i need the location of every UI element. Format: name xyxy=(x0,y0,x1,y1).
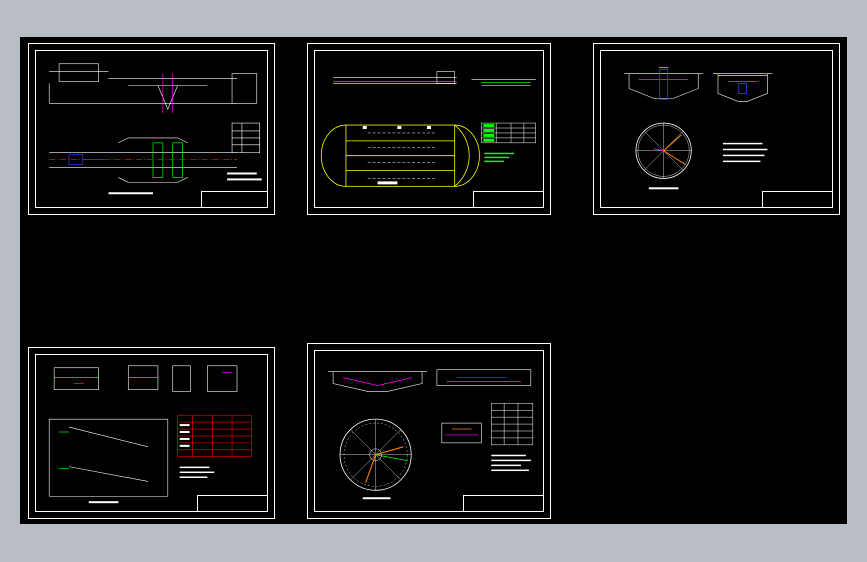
cad-model-space[interactable] xyxy=(20,37,847,524)
sheet-4-drawing xyxy=(48,365,253,504)
sheet-1-drawing xyxy=(48,63,262,195)
title-block xyxy=(463,495,544,512)
material-table xyxy=(481,122,536,144)
sheet-border xyxy=(35,50,268,208)
sheet-3-drawing xyxy=(624,67,773,190)
drawing-sheet-1[interactable] xyxy=(28,43,275,215)
title-block xyxy=(197,495,268,512)
sheet-2-drawing xyxy=(320,71,536,187)
sheet-border xyxy=(314,350,544,512)
red-schedule-table xyxy=(177,414,253,458)
drawing-sheet-3[interactable] xyxy=(593,43,840,215)
drawing-sheet-2[interactable] xyxy=(307,43,551,215)
drawing-sheet-5[interactable] xyxy=(307,343,551,519)
drawing-sheet-4[interactable] xyxy=(28,347,275,519)
material-table xyxy=(491,403,534,446)
sheet-5-drawing xyxy=(328,369,534,500)
title-block xyxy=(201,191,268,208)
sheet-border xyxy=(314,50,544,208)
title-block xyxy=(762,191,833,208)
sheet-border xyxy=(600,50,833,208)
sheet-border xyxy=(35,354,268,512)
title-block xyxy=(473,191,544,208)
